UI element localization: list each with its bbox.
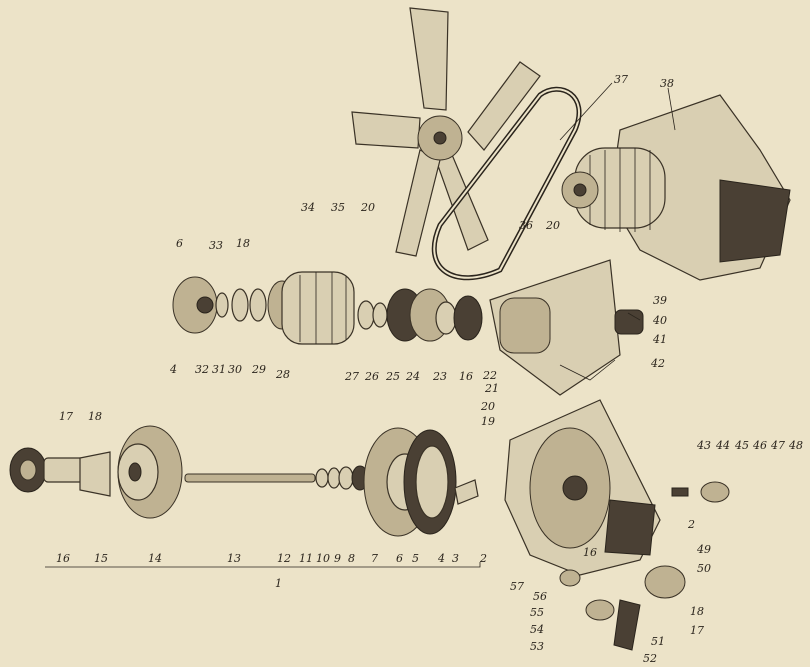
label-18b: 18 [236,237,250,250]
label-23: 23 [432,370,447,383]
label-51: 51 [651,635,665,648]
label-28: 28 [275,368,290,381]
label-25: 25 [385,370,400,383]
label-15: 15 [94,552,108,565]
label-6a: 6 [396,552,403,565]
label-16a: 16 [56,552,70,565]
label-17a: 17 [59,410,73,423]
label-42: 42 [650,357,665,370]
label-18c: 18 [690,605,704,618]
label-33: 33 [209,239,223,252]
label-57: 57 [510,580,524,593]
label-40: 40 [652,314,667,327]
label-53: 53 [530,640,544,653]
label-10: 10 [316,552,330,565]
label-56: 56 [533,590,547,603]
label-22: 22 [482,369,497,382]
drive-belt [431,86,582,281]
lower-housing-assembly [504,399,730,651]
label-54: 54 [530,623,544,636]
label-44: 44 [715,439,730,452]
label-4b: 4 [169,363,177,376]
label-50: 50 [697,562,711,575]
label-16c: 16 [583,546,597,559]
label-27: 27 [344,370,359,383]
fan-assembly [351,7,541,257]
label-47: 47 [770,439,785,452]
label-24: 24 [405,370,420,383]
label-14: 14 [148,552,162,565]
label-4a: 4 [437,552,445,565]
label-13: 13 [227,552,241,565]
label-30: 30 [228,363,242,376]
label-2a: 2 [479,552,487,565]
label-36: 36 [519,219,533,232]
label-52: 52 [643,652,657,665]
label-43: 43 [696,439,711,452]
label-2b: 2 [687,518,695,531]
label-18a: 18 [88,410,102,423]
label-38: 38 [660,77,674,90]
label-9: 9 [334,552,341,565]
label-17b: 17 [690,624,704,637]
label-6b: 6 [176,237,183,250]
upper-housing-assembly [561,94,791,281]
label-45: 45 [734,439,749,452]
label-41: 41 [652,333,667,346]
middle-row-parts [172,259,644,396]
leader-lines [45,82,676,568]
label-20c: 20 [480,400,495,413]
label-39: 39 [653,294,667,307]
label-31: 31 [212,363,226,376]
label-37: 37 [614,73,628,86]
label-12: 12 [277,552,291,565]
label-7: 7 [371,552,378,565]
label-1: 1 [275,577,282,590]
label-48: 48 [788,439,803,452]
label-49: 49 [696,543,711,556]
label-11: 11 [299,552,313,565]
label-21: 21 [484,382,499,395]
label-19: 19 [481,415,495,428]
label-20b: 20 [545,219,560,232]
bottom-row-parts [9,425,479,537]
label-32: 32 [195,363,209,376]
label-29: 29 [251,363,266,376]
label-8: 8 [348,552,355,565]
label-5: 5 [412,552,419,565]
label-3: 3 [452,552,459,565]
label-34: 34 [301,201,315,214]
label-16b: 16 [459,370,473,383]
label-20a: 20 [360,201,375,214]
label-55: 55 [530,606,544,619]
label-35: 35 [331,201,345,214]
label-46: 46 [752,439,767,452]
label-26: 26 [364,370,379,383]
part-labels: 1 2 2 3 4 4 5 6 6 7 8 9 10 11 12 13 14 1… [56,73,803,665]
